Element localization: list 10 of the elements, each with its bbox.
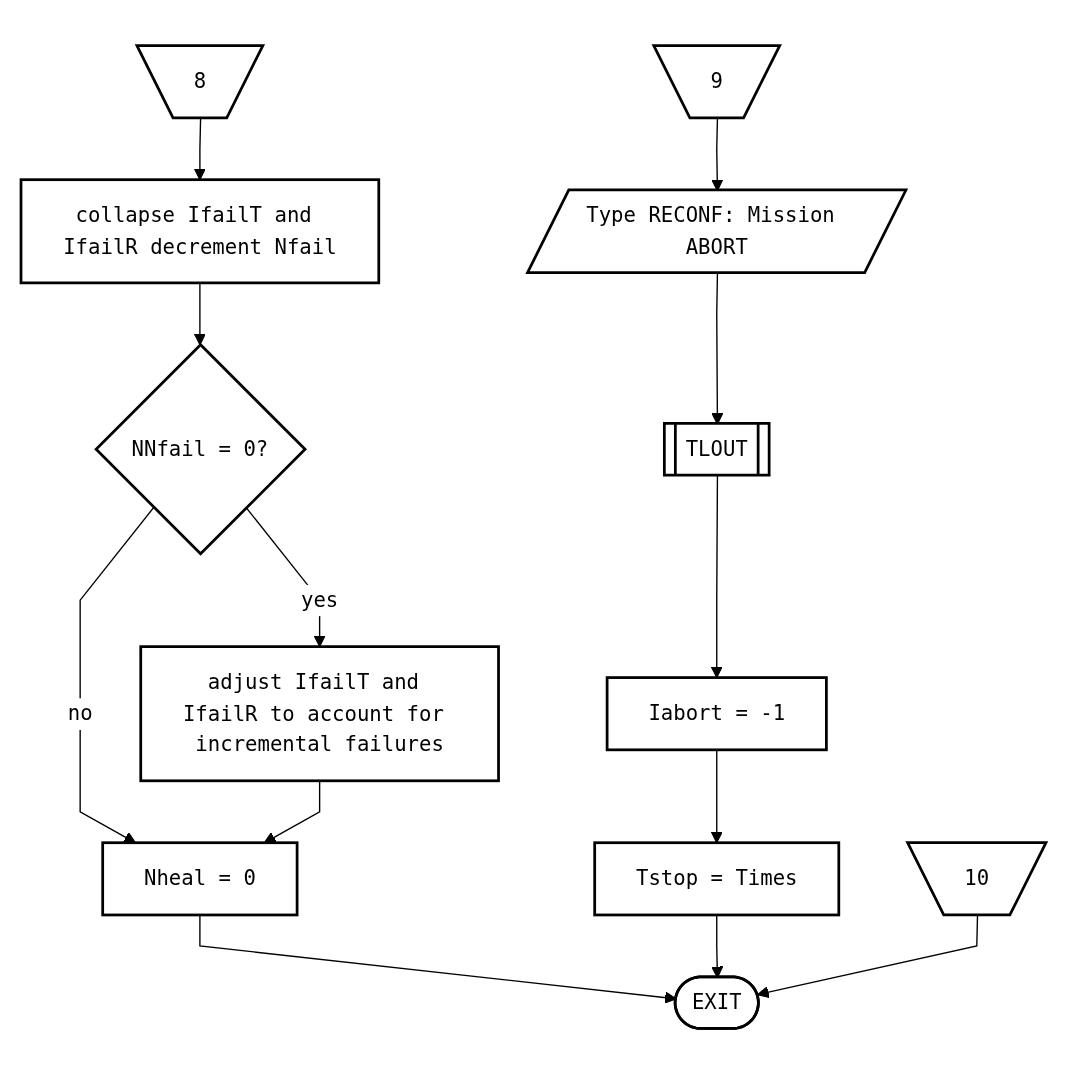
edge-label: no — [67, 700, 93, 726]
edge-label: yes — [300, 587, 339, 613]
node-box: adjust IfailT and IfailR to account for incremental failures — [139, 645, 500, 783]
node-box: Tstop = Times — [593, 841, 841, 917]
node-diamond: NNfail = 0? — [94, 342, 307, 556]
arrow — [193, 282, 206, 346]
node-box: Iabort = -1 — [605, 676, 828, 752]
arrow — [757, 914, 979, 999]
node-box: collapse IfailT and IfailR decrement Nfail — [19, 178, 381, 285]
node-box: Nheal = 0 — [101, 841, 299, 917]
